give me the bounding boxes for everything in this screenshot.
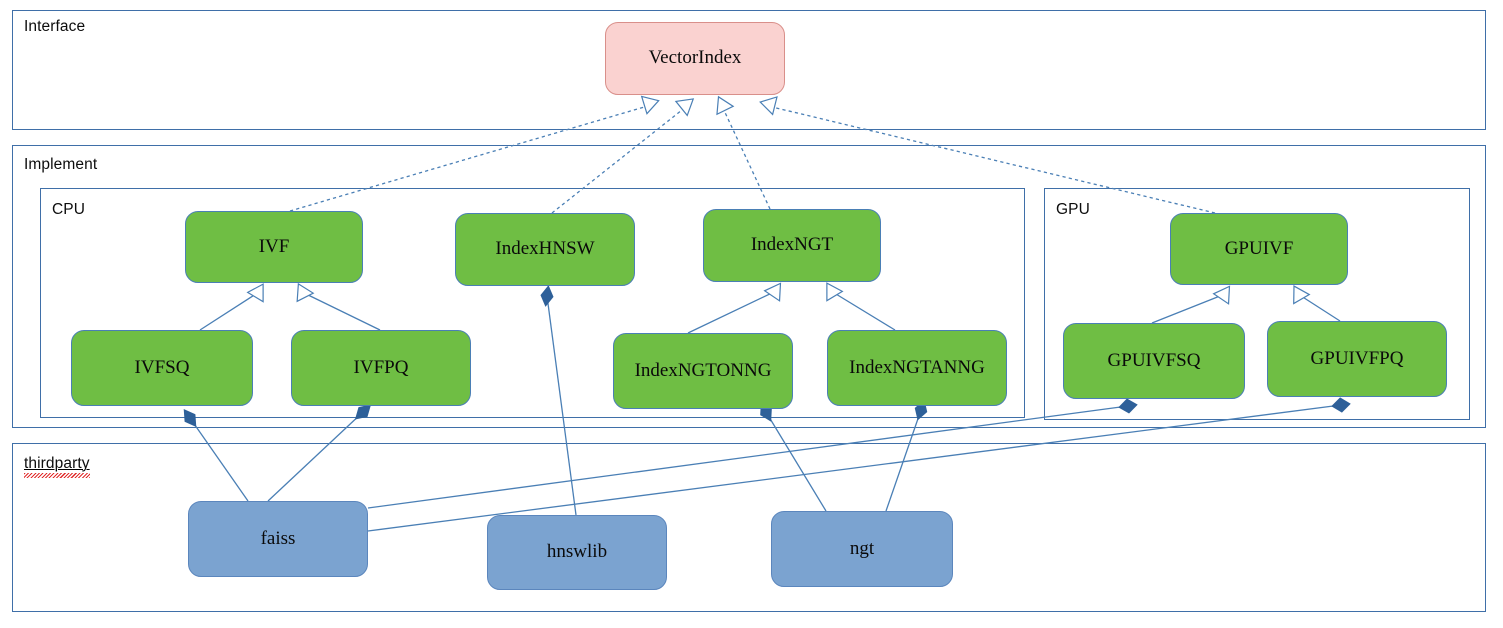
node-hnswlib[interactable]: hnswlib bbox=[487, 515, 667, 590]
node-faiss[interactable]: faiss bbox=[188, 501, 368, 577]
group-label-interface: Interface bbox=[24, 18, 86, 35]
group-label-gpu: GPU bbox=[1056, 201, 1090, 218]
node-gpuivfsq[interactable]: GPUIVFSQ bbox=[1063, 323, 1245, 399]
group-label-implement: Implement bbox=[24, 156, 98, 173]
spellcheck-squiggle bbox=[24, 473, 90, 478]
node-gpuivfpq[interactable]: GPUIVFPQ bbox=[1267, 321, 1447, 397]
node-ngt[interactable]: ngt bbox=[771, 511, 953, 587]
node-ivfpq[interactable]: IVFPQ bbox=[291, 330, 471, 406]
node-indexhnsw[interactable]: IndexHNSW bbox=[455, 213, 635, 286]
node-ivf[interactable]: IVF bbox=[185, 211, 363, 283]
node-indexngt[interactable]: IndexNGT bbox=[703, 209, 881, 282]
group-label-thirdparty: thirdparty bbox=[24, 455, 90, 478]
node-ivfsq[interactable]: IVFSQ bbox=[71, 330, 253, 406]
node-gpuivf[interactable]: GPUIVF bbox=[1170, 213, 1348, 285]
node-indexngtanng[interactable]: IndexNGTANNG bbox=[827, 330, 1007, 406]
group-label-cpu: CPU bbox=[52, 201, 86, 218]
node-vectorindex[interactable]: VectorIndex bbox=[605, 22, 785, 95]
node-indexngtonng[interactable]: IndexNGTONNG bbox=[613, 333, 793, 409]
group-label-thirdparty-text: thirdparty bbox=[24, 455, 90, 472]
